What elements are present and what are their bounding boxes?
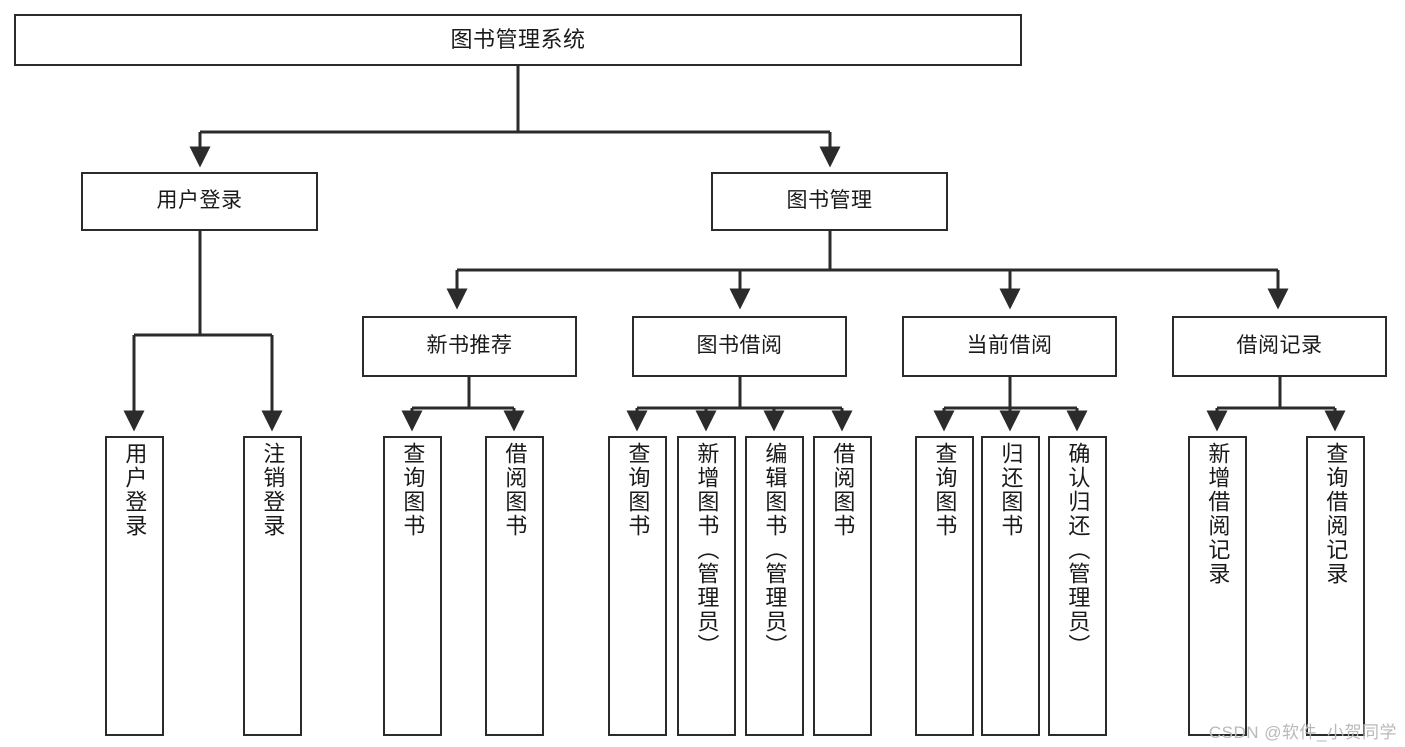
node-label: 归还图书 [998, 442, 1024, 538]
leaf-user-login[interactable]: 用户登录 [105, 436, 164, 736]
leaf-return-book[interactable]: 归还图书 [981, 436, 1040, 736]
node-label: 借阅图书 [830, 442, 856, 538]
node-label: 借阅图书 [502, 442, 528, 538]
node-label: 注销登录 [260, 442, 286, 538]
node-label: 图书管理系统 [450, 27, 586, 53]
leaf-query-book-borrow[interactable]: 查询图书 [608, 436, 667, 736]
leaf-add-book-admin[interactable]: 新增图书（管理员） [677, 436, 736, 736]
leaf-query-borrow-record[interactable]: 查询借阅记录 [1306, 436, 1365, 736]
node-label: 查询图书 [932, 442, 958, 538]
node-label: 确认归还（管理员） [1065, 442, 1091, 658]
node-label: 新增借阅记录 [1205, 442, 1231, 586]
leaf-confirm-return-admin[interactable]: 确认归还（管理员） [1048, 436, 1107, 736]
leaf-borrow-book[interactable]: 借阅图书 [813, 436, 872, 736]
leaf-add-borrow-record[interactable]: 新增借阅记录 [1188, 436, 1247, 736]
node-label: 查询借阅记录 [1323, 442, 1349, 586]
watermark: CSDN @软件_小贺同学 [1208, 723, 1397, 742]
node-label: 当前借阅 [966, 334, 1053, 358]
node-label: 图书管理 [786, 189, 873, 213]
node-label: 编辑图书（管理员） [762, 442, 788, 658]
node-current-borrow[interactable]: 当前借阅 [902, 316, 1117, 377]
node-label: 查询图书 [400, 442, 426, 538]
node-new-book-recommend[interactable]: 新书推荐 [362, 316, 577, 377]
node-label: 用户登录 [122, 442, 148, 538]
node-label: 新增图书（管理员） [694, 442, 720, 658]
leaf-query-book-current[interactable]: 查询图书 [915, 436, 974, 736]
node-user-login[interactable]: 用户登录 [81, 172, 318, 231]
node-label: 图书借阅 [696, 334, 783, 358]
node-root-system[interactable]: 图书管理系统 [14, 14, 1022, 66]
node-label: 用户登录 [156, 189, 243, 213]
node-label: 新书推荐 [426, 334, 513, 358]
leaf-query-book-newbook[interactable]: 查询图书 [383, 436, 442, 736]
leaf-borrow-book-newbook[interactable]: 借阅图书 [485, 436, 544, 736]
leaf-edit-book-admin[interactable]: 编辑图书（管理员） [745, 436, 804, 736]
node-book-borrow[interactable]: 图书借阅 [632, 316, 847, 377]
leaf-logout[interactable]: 注销登录 [243, 436, 302, 736]
node-label: 借阅记录 [1236, 334, 1323, 358]
node-book-management[interactable]: 图书管理 [711, 172, 948, 231]
node-borrow-record[interactable]: 借阅记录 [1172, 316, 1387, 377]
node-label: 查询图书 [625, 442, 651, 538]
